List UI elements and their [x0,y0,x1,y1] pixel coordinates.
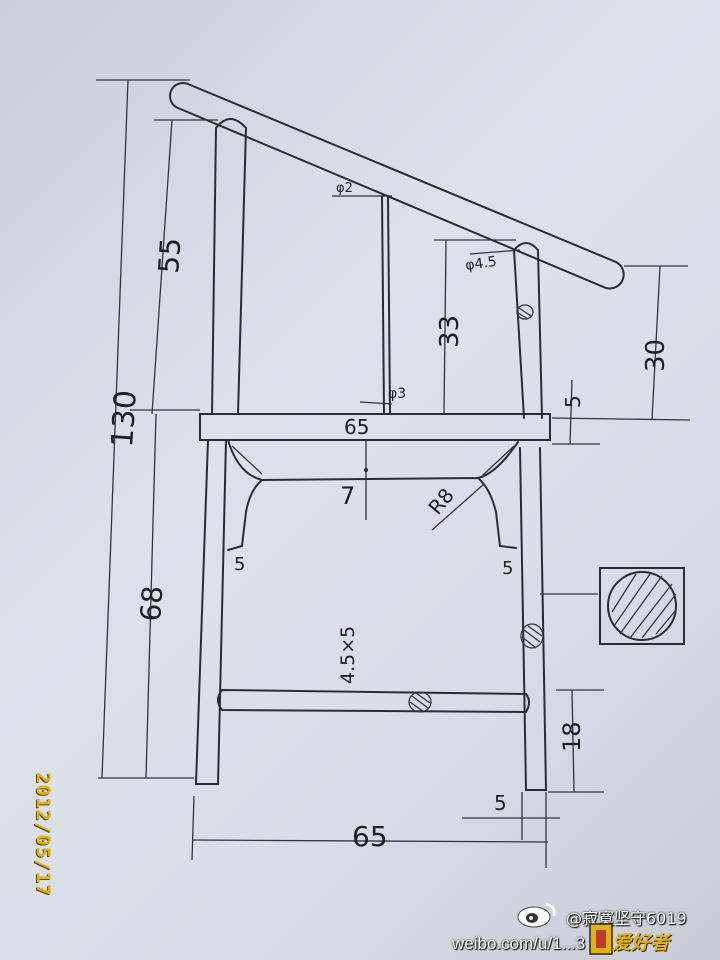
stretcher-tenon [408,691,432,713]
front-leg [519,447,548,791]
watermark-weibo-user: @寂寞坚守6019 [566,909,687,928]
weibo-logo-icon [517,902,556,928]
leg-tenon [520,623,544,649]
brand-logo-icon [589,923,613,955]
watermark-brand: 爱好者 [612,932,670,954]
dim-dia-spindle: φ3 [388,386,406,402]
front-post-peg [516,304,534,320]
section-hatch [611,573,677,639]
dim-leg-width: 5 [494,791,507,815]
section-circle [607,571,677,641]
dim-seat-depth-top: 65 [344,415,369,439]
crest-rail [169,82,625,290]
dim-overall-depth: 65 [352,820,388,853]
dim-overall-height: 130 [105,389,144,449]
dim-arm-height: 33 [435,315,465,348]
dim-arm-end: 30 [641,339,671,372]
watermark-weibo-url: weibo.com/u/1...3 [452,934,586,953]
dim-back-above-seat: 55 [152,237,187,275]
dim-stretcher: 4.5×5 [337,626,359,684]
dim-seat-thickness: 5 [561,395,585,408]
watermark-date: 2012/05/17 [32,772,54,897]
seat-apron [227,439,519,551]
rear-leg [194,439,227,785]
back-spindle [381,195,391,415]
stretcher [217,688,530,714]
dim-apron-right-foot: 5 [502,558,513,579]
section-detail [599,567,685,645]
dim-leg-height: 68 [134,585,169,623]
dim-apron-left-foot: 5 [234,554,245,575]
front-post [513,242,543,419]
dim-dia-back: φ2 [336,181,353,196]
dim-corner-radius: R8 [423,483,458,519]
dim-stretcher-height: 18 [558,721,586,752]
rear-post [211,118,248,415]
dim-apron-height: 7 [340,482,355,510]
dim-dia-front: φ4.5 [464,254,497,274]
seat-board [199,413,551,441]
